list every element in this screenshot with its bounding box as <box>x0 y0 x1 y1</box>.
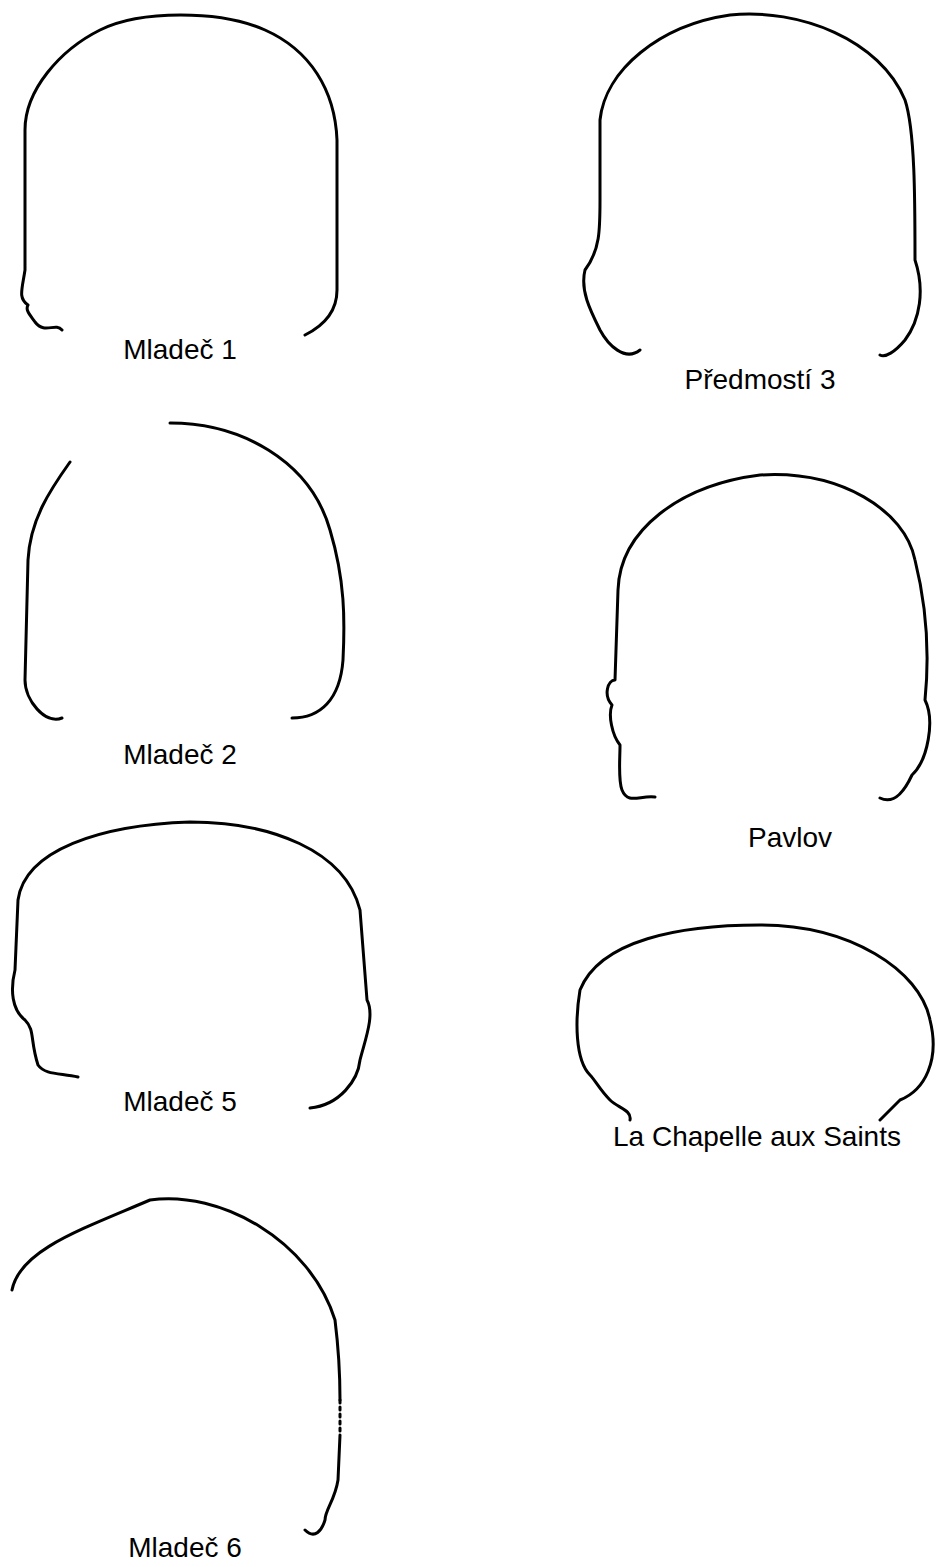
skull-outline <box>12 1199 340 1400</box>
skull-outline <box>577 925 933 1120</box>
specimen-label: La Chapelle aux Saints <box>613 1120 901 1154</box>
specimen-label: Mladeč 6 <box>128 1531 242 1565</box>
skull-outline <box>170 423 344 718</box>
skull-outline <box>305 1435 340 1534</box>
skull-outline-dashed <box>339 1400 342 1435</box>
specimen-label: Mladeč 2 <box>123 738 237 772</box>
skull-outline <box>607 475 929 800</box>
skull-outline <box>22 15 337 335</box>
specimen-label: Předmostí 3 <box>685 363 836 397</box>
skull-outline <box>12 822 370 1108</box>
specimen-label: Mladeč 1 <box>123 333 237 367</box>
skull-outline <box>584 14 921 356</box>
specimen-label: Mladeč 5 <box>123 1085 237 1119</box>
specimen-label: Pavlov <box>748 821 832 855</box>
skull-outline <box>25 462 70 719</box>
